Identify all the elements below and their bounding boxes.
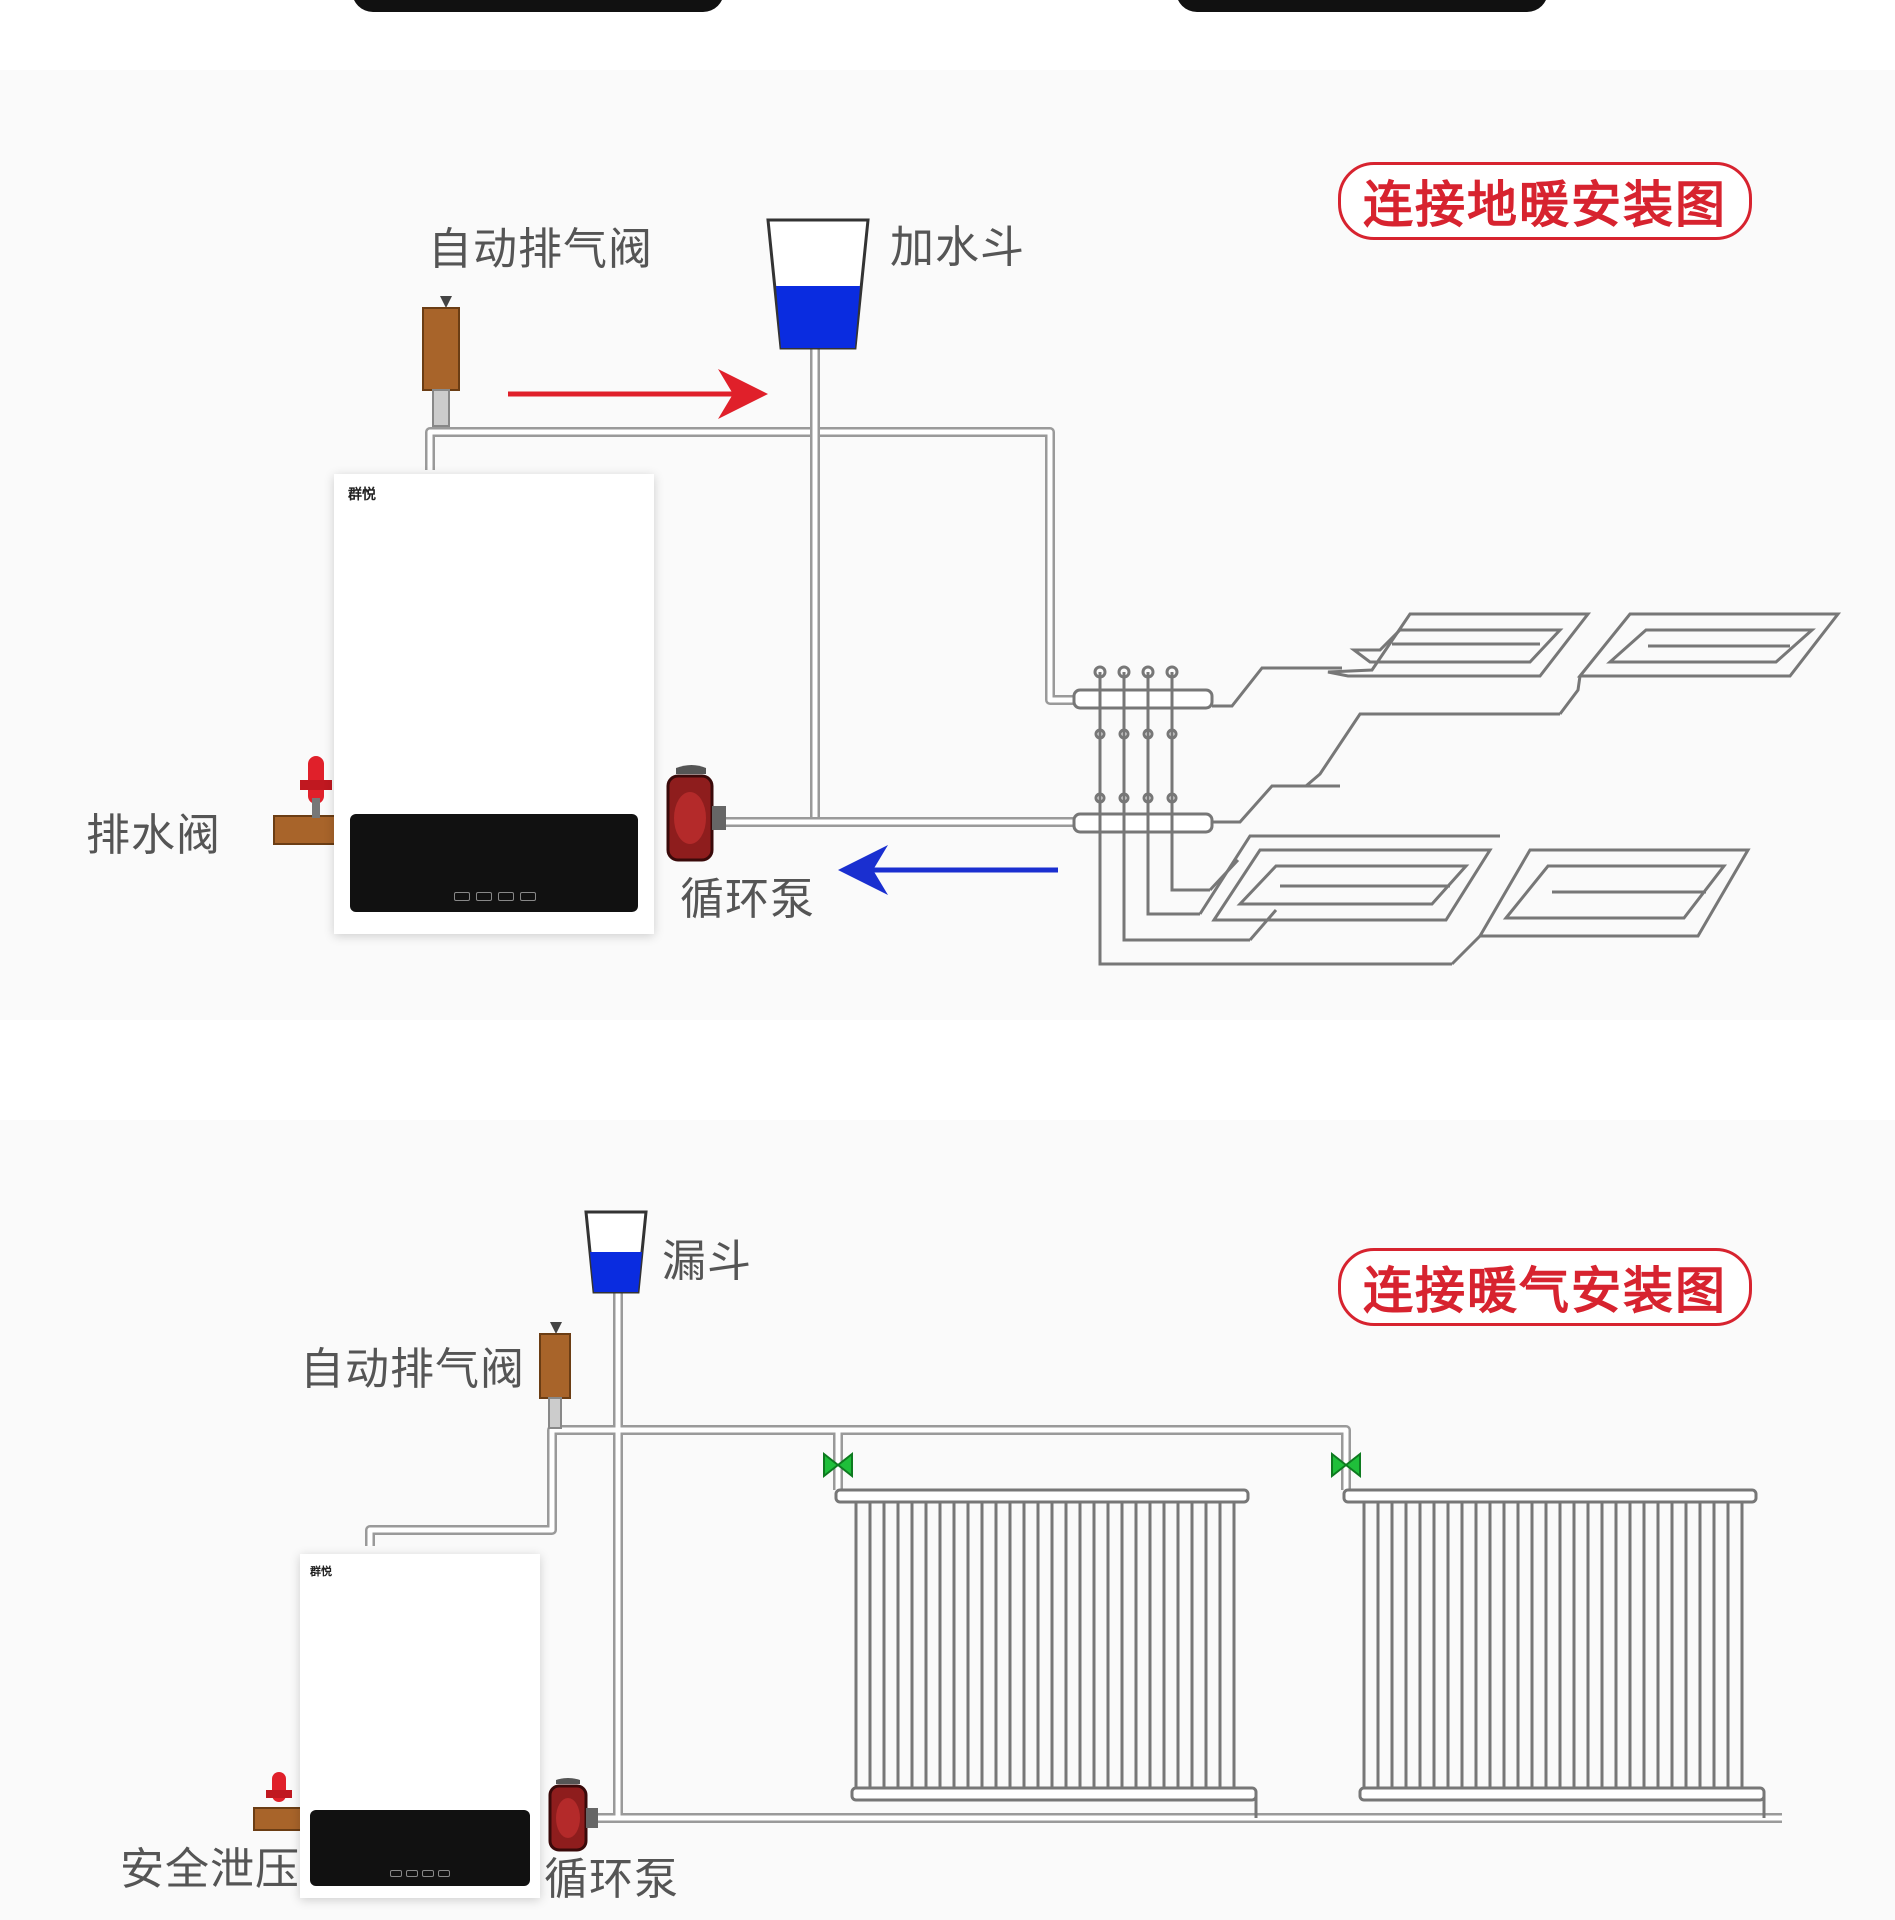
- radiator-valve-right-icon: [1331, 1451, 1361, 1479]
- radiator-boiler-buttons: [390, 1870, 450, 1877]
- radiator-boiler-control-panel: [310, 1810, 530, 1886]
- drain-valve-label: 排水阀: [86, 810, 221, 861]
- top-tab-left: [352, 0, 724, 12]
- radiator-left-icon: [834, 1488, 1258, 1818]
- boiler-unit: 群悦: [334, 474, 654, 934]
- radiator-pump-label: 循环泵: [544, 1854, 679, 1905]
- radiator-heating-title: 连接暖气安装图: [1338, 1248, 1752, 1326]
- auto-vent-valve-icon: [422, 296, 460, 427]
- water-funnel-label: 加水斗: [890, 222, 1025, 273]
- funnel-icon: [584, 1210, 648, 1294]
- safety-relief-valve-icon: [253, 1772, 307, 1831]
- radiator-pump-icon: [548, 1778, 598, 1852]
- boiler-brand: 群悦: [348, 487, 376, 503]
- radiator-auto-vent-label: 自动排气阀: [300, 1344, 525, 1395]
- funnel-label: 漏斗: [662, 1236, 752, 1287]
- floor-heating-title: 连接地暖安装图: [1338, 162, 1752, 240]
- drain-valve-icon: [273, 756, 337, 845]
- boiler-buttons: [454, 892, 536, 901]
- water-funnel-icon: [766, 218, 870, 350]
- radiator-boiler-unit: 群悦: [300, 1554, 540, 1898]
- floor-heating-coils: [1098, 612, 1842, 966]
- safety-relief-label: 安全泄压: [120, 1844, 300, 1895]
- radiator-boiler-brand: 群悦: [310, 1565, 332, 1578]
- boiler-control-panel: [350, 814, 638, 912]
- circulation-pump-icon: [666, 765, 726, 862]
- manifold-icon: [1072, 665, 1214, 870]
- radiator-right-icon: [1342, 1488, 1766, 1818]
- circulation-pump-label: 循环泵: [680, 874, 815, 925]
- auto-vent-valve-label: 自动排气阀: [428, 224, 653, 275]
- radiator-auto-vent-icon: [539, 1322, 571, 1429]
- radiator-valve-left-icon: [823, 1451, 853, 1479]
- top-tab-right: [1176, 0, 1548, 12]
